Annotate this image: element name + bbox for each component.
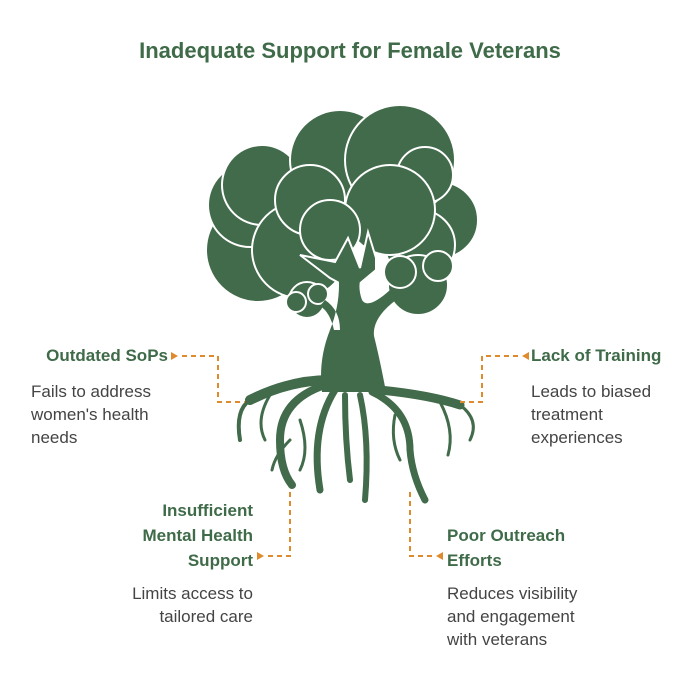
tree-bushes	[285, 250, 454, 319]
outdated-sops-label: Outdated SoPs	[46, 346, 168, 365]
poor-outreach-description: Reduces visibility and engagement with v…	[447, 584, 578, 649]
connector-arrowheads	[171, 352, 529, 560]
diagram-title: Inadequate Support for Female Veterans	[139, 38, 561, 63]
tree-trunk	[320, 268, 396, 392]
connector-lines	[182, 355, 518, 557]
lack-of-training-description: Leads to biased treatment experiences	[531, 382, 652, 447]
lack-of-training-label: Lack of Training	[531, 346, 662, 365]
tree-roots	[236, 375, 475, 504]
poor-outreach-label: Poor Outreach Efforts	[447, 526, 566, 570]
outdated-sops-description: Fails to address women's health needs	[31, 382, 151, 447]
mental-health-label: Insufficient Mental Health Support	[142, 501, 253, 570]
mental-health-description: Limits access to tailored care	[132, 584, 253, 626]
